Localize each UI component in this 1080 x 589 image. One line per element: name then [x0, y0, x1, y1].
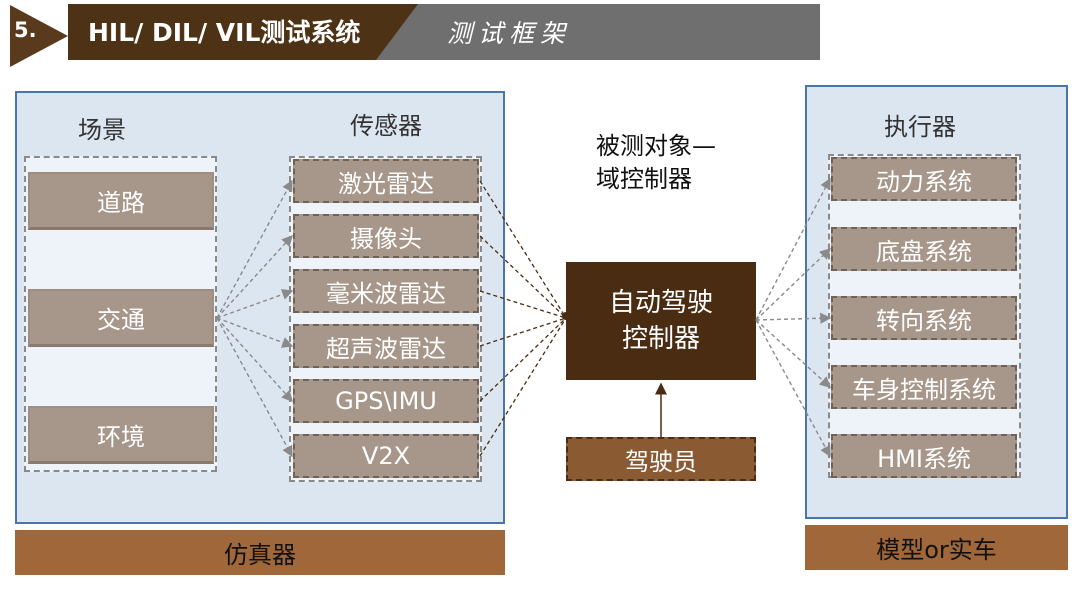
sensor-item-ultrasonic-radar: 超声波雷达: [293, 324, 479, 368]
scene-item-traffic: 交通: [28, 289, 214, 347]
sensor-item-gps-imu: GPS\IMU: [293, 379, 479, 423]
sensor-item-lidar: 激光雷达: [293, 159, 479, 203]
sensor-item-camera: 摄像头: [293, 214, 479, 258]
sensor-item-mmwave-radar: 毫米波雷达: [293, 269, 479, 313]
arrow-controller-to-chassis: [755, 248, 832, 321]
driver-box: 驾驶员: [566, 437, 756, 481]
link-gps-controller: [479, 317, 567, 402]
arrow-traffic-to-lidar: [216, 179, 293, 319]
sensor-label: 传感器: [350, 112, 422, 140]
sensor-item-v2x: V2X: [293, 434, 479, 478]
controller-line-2: 控制器: [621, 324, 700, 354]
link-v2x-controller: [479, 317, 567, 457]
arrow-traffic-to-gps: [216, 317, 293, 403]
scene-label: 场景: [78, 116, 126, 144]
link-ultrasonic-controller: [479, 317, 567, 347]
actuator-item-powertrain: 动力系统: [831, 157, 1017, 201]
link-camera-controller: [479, 235, 567, 319]
scene-item-road: 道路: [28, 172, 214, 230]
autonomous-driving-controller: 自动驾驶 控制器: [566, 262, 756, 380]
actuator-item-chassis: 底盘系统: [831, 227, 1017, 271]
sensor-group: [289, 156, 482, 482]
page-subtitle: 测试框架: [447, 19, 572, 48]
link-lidar-controller: [479, 180, 567, 319]
actuator-item-body-control: 车身控制系统: [831, 365, 1017, 409]
arrow-traffic-to-ultrasonic: [216, 317, 294, 348]
header-title-background: [68, 4, 418, 60]
arrow-traffic-to-v2x: [216, 317, 293, 458]
page-title: HIL/ DIL/ VIL测试系统: [88, 18, 361, 47]
arrow-controller-to-body: [755, 319, 832, 388]
link-mmwave-controller: [479, 290, 567, 319]
section-number-arrow: [10, 5, 68, 67]
arrow-traffic-to-mmwave: [216, 289, 294, 319]
model-or-vehicle-bar: 模型or实车: [805, 525, 1068, 570]
controller-input-node: [562, 312, 570, 320]
actuator-item-steering: 转向系统: [831, 296, 1017, 340]
actuator-label: 执行器: [884, 113, 956, 141]
controller-line-1: 自动驾驶: [608, 288, 713, 318]
dut-line-1: 被测对象—: [596, 132, 716, 160]
actuator-item-hmi: HMI系统: [831, 434, 1017, 478]
arrow-controller-to-steering: [755, 312, 832, 324]
scene-item-environment: 环境: [28, 406, 214, 464]
arrow-controller-to-hmi: [755, 319, 831, 458]
device-under-test-caption: 被测对象— 域控制器: [596, 130, 716, 196]
arrow-controller-to-powertrain: [755, 177, 831, 321]
dut-line-2: 域控制器: [596, 165, 692, 193]
arrow-traffic-to-camera: [216, 234, 293, 319]
section-number: 5.: [14, 18, 37, 42]
simulator-bar: 仿真器: [15, 530, 505, 575]
